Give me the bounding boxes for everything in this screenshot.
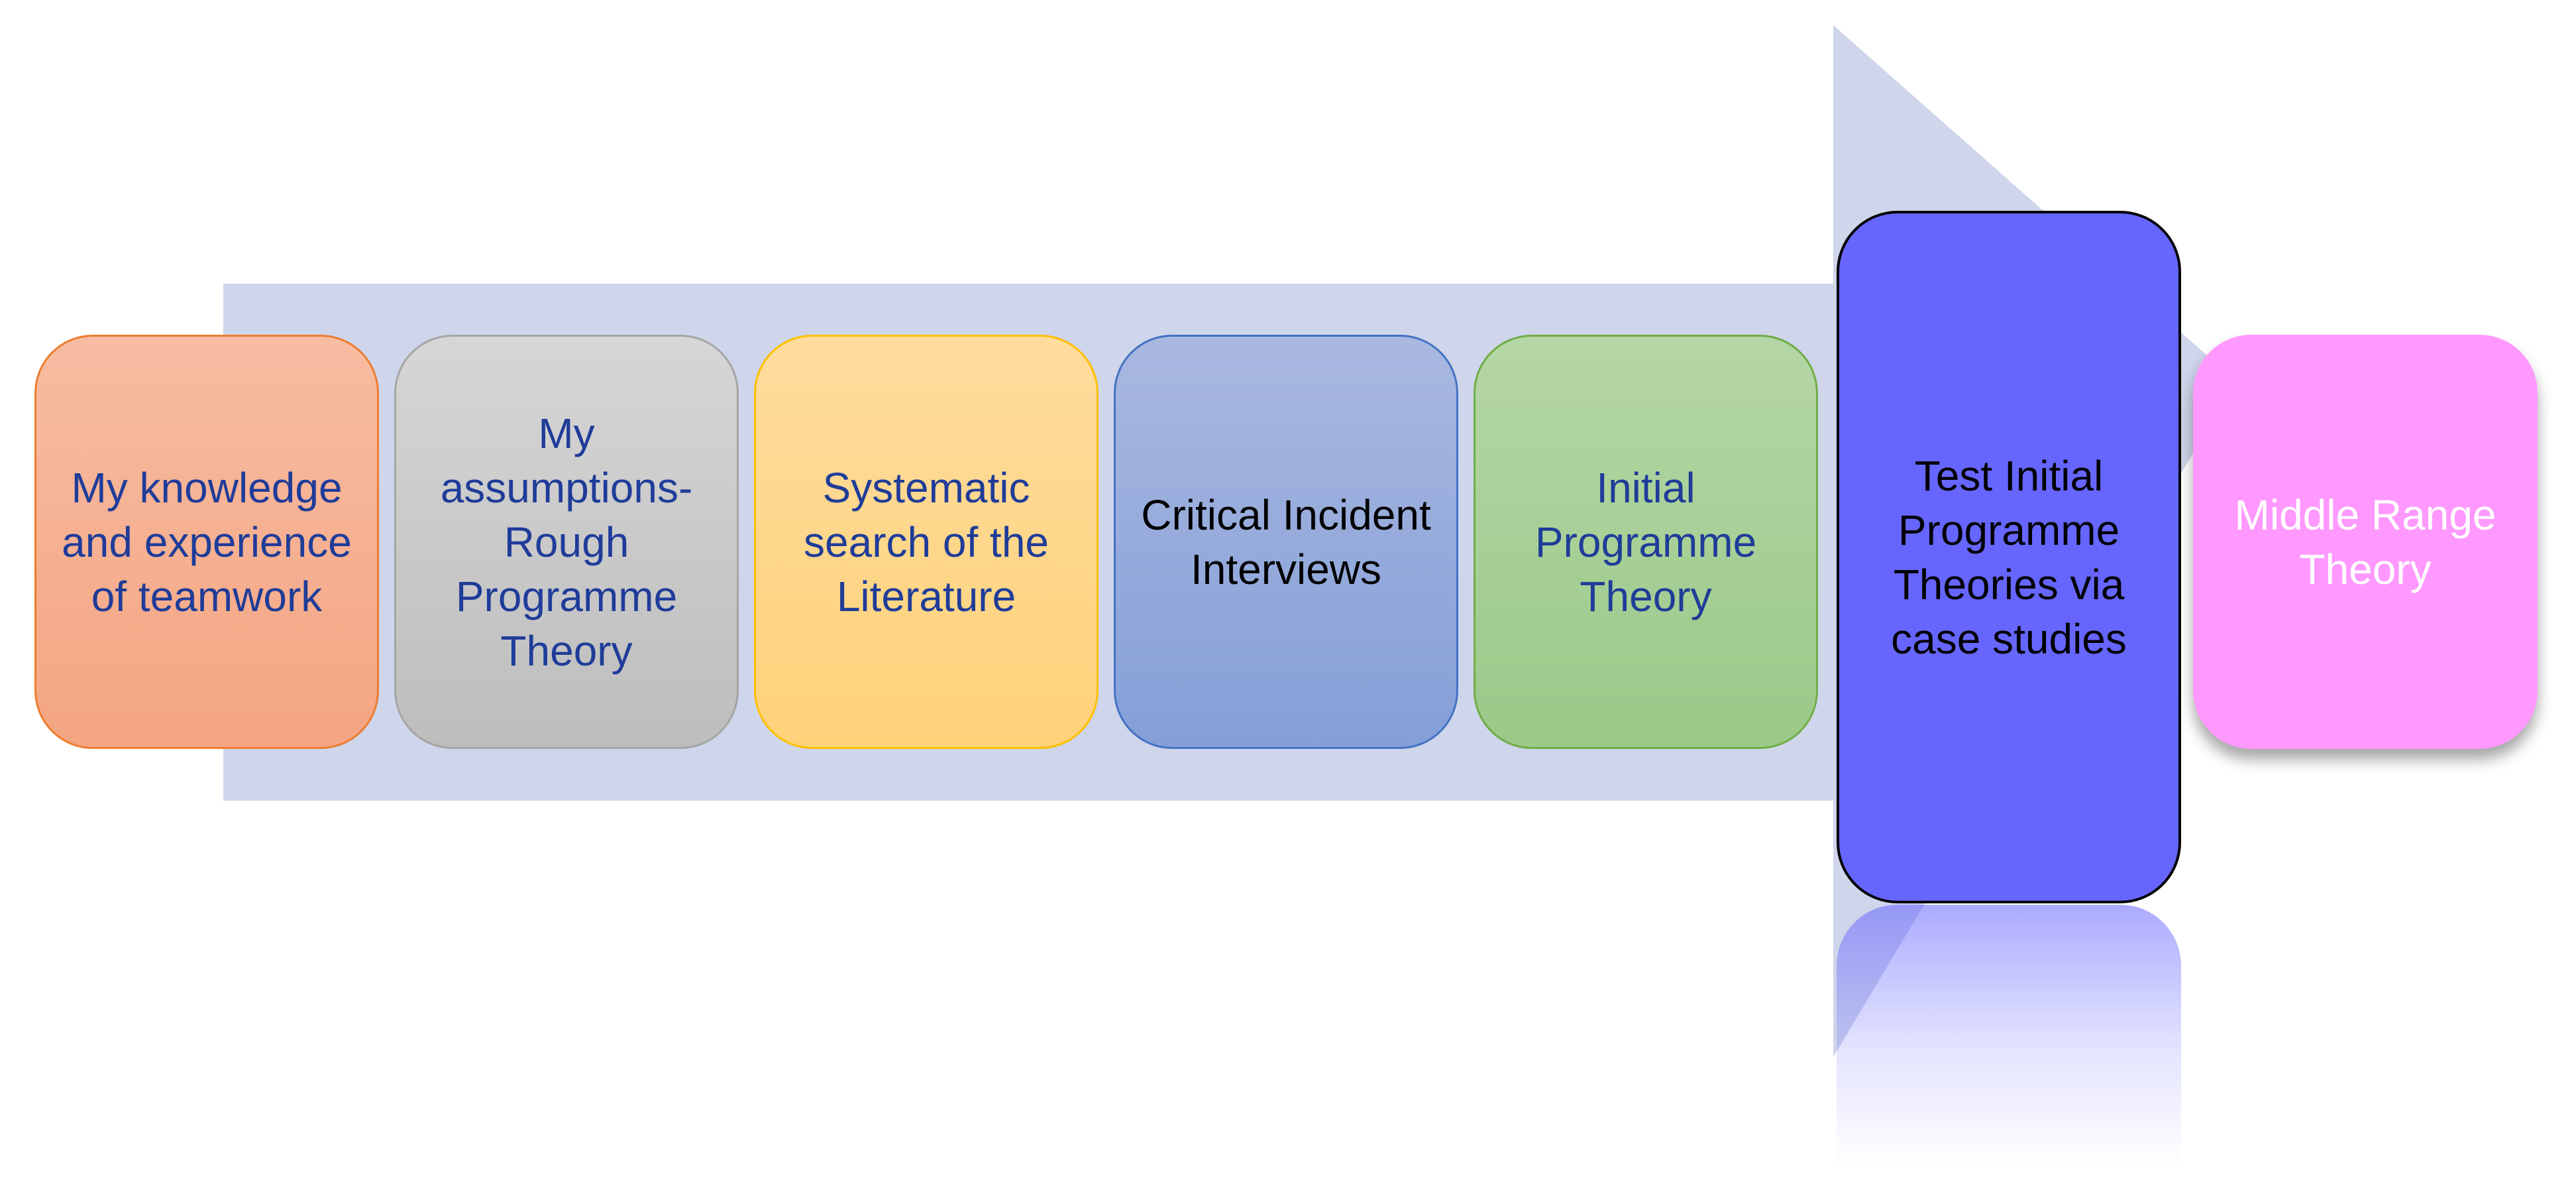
step-label: Initial Programme Theory (1534, 463, 1757, 620)
step-label: Critical Incident Interviews (1141, 490, 1431, 593)
step-box-middle-range-theory: Middle Range Theory (2193, 335, 2538, 749)
step-label: Middle Range Theory (2234, 490, 2496, 593)
step-label: Systematic search of the Literature (804, 463, 1049, 620)
step-label: My knowledge and experience of teamwork (62, 463, 352, 620)
step-box-case-studies: Test Initial Programme Theories via case… (1837, 211, 2181, 903)
step-label: My assumptions- Rough Programme Theory (440, 409, 693, 675)
step-box-interviews: Critical Incident Interviews (1114, 335, 1458, 749)
step-box-knowledge: My knowledge and experience of teamwork (34, 335, 379, 749)
step-box-literature-search: Systematic search of the Literature (754, 335, 1099, 749)
step-box-initial-theory: Initial Programme Theory (1474, 335, 1818, 749)
box-reflection (1837, 905, 2181, 1167)
step-label: Test Initial Programme Theories via case… (1891, 451, 2127, 663)
step-box-assumptions: My assumptions- Rough Programme Theory (394, 335, 739, 749)
